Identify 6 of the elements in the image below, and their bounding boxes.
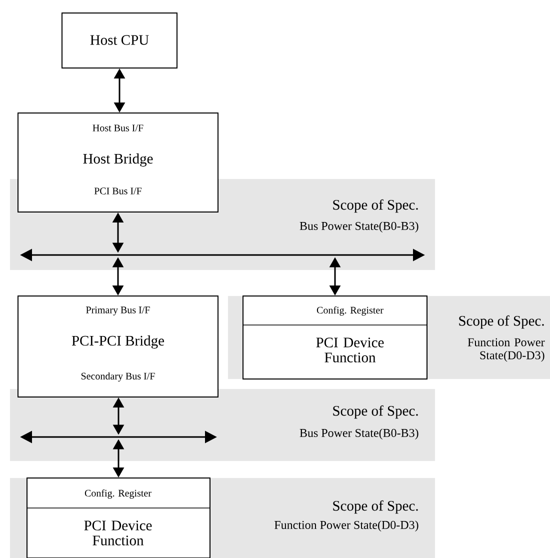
bridge-box: Primary Bus I/F PCI-PCI Bridge Secondary Bus I/F <box>18 296 218 398</box>
cpu-box: Host CPU <box>62 12 178 68</box>
scope-band: Scope of Spec. Bus Power State(B0-B3) <box>10 389 435 461</box>
device-box: Config. Register PCI Device Function <box>242 296 428 380</box>
bridge-box: Host Bus I/F Host Bridge PCI Bus I/F <box>18 112 218 212</box>
device-box: Config. Register PCI Device Function <box>26 478 210 558</box>
